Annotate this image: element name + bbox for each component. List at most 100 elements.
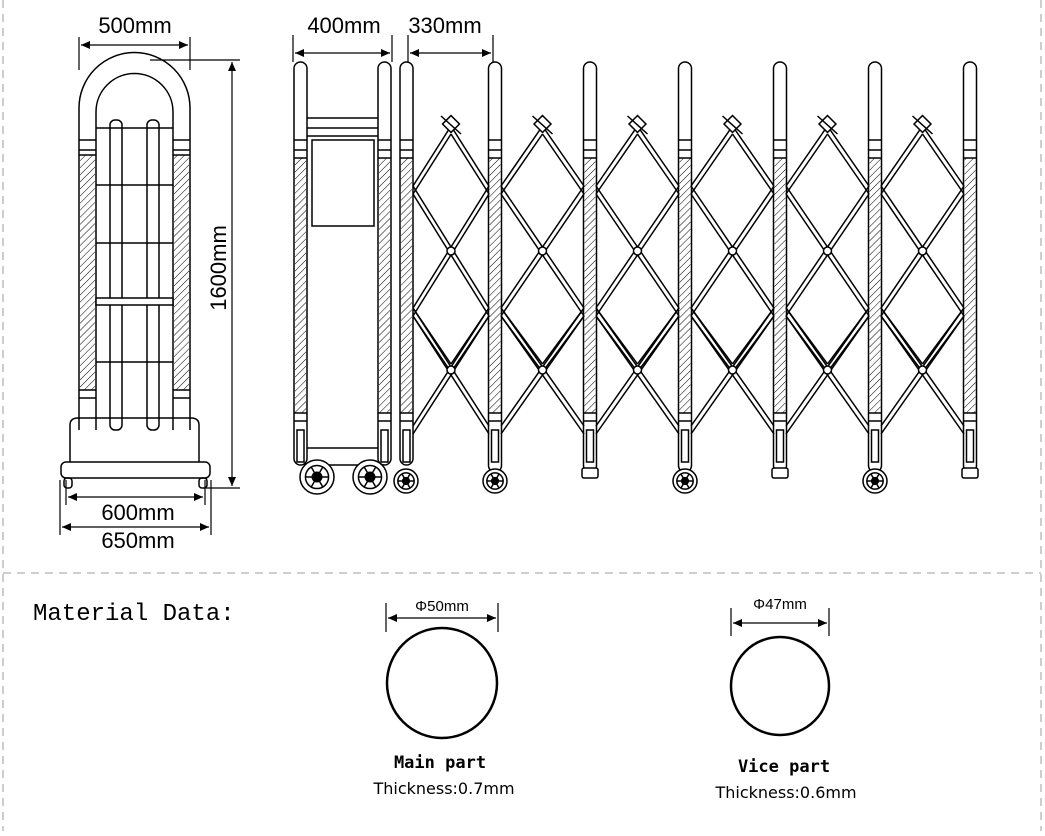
head-unit-sign-panel (311, 139, 375, 227)
scissor-pivot (537, 365, 548, 375)
scissor-strap-edge (690, 133, 734, 195)
side-arch-inner (95, 72, 174, 430)
post-hatching (869, 158, 881, 413)
dim-spacing-label: 330mm (408, 13, 481, 38)
scissor-strap-edge (690, 315, 775, 435)
side-base-plate (60, 461, 211, 479)
scissor-pivot (446, 365, 456, 375)
dim-post-label: 400mm (307, 13, 380, 38)
wheel-spoke (874, 480, 880, 489)
scissor-strap-edge (785, 125, 829, 187)
wheel-spoke (494, 480, 500, 489)
side-base-housing (69, 417, 200, 462)
side-inner-bar (146, 119, 160, 431)
scissor-strap-edge (595, 315, 680, 435)
scissor-pivot (446, 246, 456, 256)
scissor-pivot (917, 365, 928, 375)
wheel-spoke (870, 473, 876, 482)
scissor-tip-line (531, 115, 554, 135)
wheel-spoke (369, 476, 377, 488)
scissor-pivot (917, 246, 928, 256)
scissor-strap-edge (785, 315, 870, 435)
wheel-spoke (680, 480, 686, 489)
post-foot-slot (965, 429, 975, 463)
post-foot-slot (296, 429, 305, 463)
head-wheel-right (352, 459, 388, 495)
post-foot-slot (380, 429, 389, 463)
front-view-gate (293, 61, 979, 495)
wheel-spoke (405, 473, 411, 482)
dim-width-outer-label: 650mm (101, 528, 174, 553)
dim-height-label: 1600mm (206, 225, 231, 311)
material-heading: Material Data: (33, 601, 235, 628)
scissor-tip-line (721, 115, 744, 135)
wheel-spoke (490, 480, 496, 489)
post-foot-slot (870, 429, 880, 463)
scissor-tip-line (911, 115, 934, 135)
scissor-strap-edge (880, 315, 965, 435)
lattice-post (677, 61, 693, 473)
lattice-post (582, 61, 598, 473)
first-lattice-post (399, 61, 414, 466)
post-hatching (489, 158, 501, 413)
scissor-strap-edge (636, 133, 680, 195)
scissor-section (595, 114, 680, 435)
lattice-post (962, 61, 978, 473)
scissor-pivot (632, 246, 643, 256)
scissor-strap-edge (826, 125, 870, 187)
scissor-pivot (727, 365, 738, 375)
post-hatching (964, 158, 976, 413)
wheel-spoke (405, 480, 411, 489)
wheel-spoke (870, 480, 876, 489)
dimension-lines (59, 35, 830, 636)
scissor-strap-edge (500, 315, 585, 435)
main-diameter-label: Φ50mm (415, 598, 469, 615)
wheel-spoke (684, 480, 690, 489)
first-post-wheel (393, 468, 419, 494)
scissor-section (880, 114, 965, 435)
head-unit-body (304, 117, 381, 449)
post-foot-slot (402, 429, 411, 463)
scissor-tip-line (626, 115, 649, 135)
dim-width-inner-label: 600mm (101, 500, 174, 525)
scissor-section (412, 114, 490, 435)
scissor-strap-edge (785, 133, 829, 195)
post-hatching (774, 158, 786, 413)
scissor-strap-edge (921, 133, 965, 195)
vice-part-thickness: Thickness:0.6mm (714, 783, 856, 802)
lattice-foot (771, 467, 789, 479)
side-left-hatching (80, 155, 95, 390)
side-arch-outer (78, 51, 191, 430)
scissor-strap-edge (541, 133, 585, 195)
scissor-strap-edge (412, 315, 490, 435)
post-hatching (584, 158, 596, 413)
lattice-wheel (862, 468, 888, 494)
wheel-spoke (316, 476, 324, 488)
side-right-caster (198, 477, 208, 489)
wheel-spoke (401, 473, 407, 482)
wheel-spoke (369, 466, 377, 478)
scissor-section (690, 114, 775, 435)
lattice-post (772, 61, 788, 473)
scissor-strap-edge (450, 125, 490, 187)
lattice-foot (961, 467, 979, 479)
scissor-strap-edge (595, 133, 639, 195)
side-middle-rail (95, 297, 174, 306)
main-tube-section (385, 626, 499, 740)
vice-diameter-label: Φ47mm (753, 596, 807, 613)
post-hatching (379, 158, 390, 413)
scissor-tip-line (440, 115, 462, 135)
scissor-strap-edge (731, 133, 775, 195)
scissor-pivot (822, 246, 833, 256)
wheel-spoke (316, 466, 324, 478)
scissor-strap-edge (412, 133, 452, 195)
wheel-spoke (490, 473, 496, 482)
post-foot-slot (680, 429, 690, 463)
scissor-strap-edge (541, 125, 585, 187)
head-wheel-left (299, 459, 335, 495)
head-post-right (377, 61, 392, 466)
wheel-spoke (310, 476, 318, 488)
